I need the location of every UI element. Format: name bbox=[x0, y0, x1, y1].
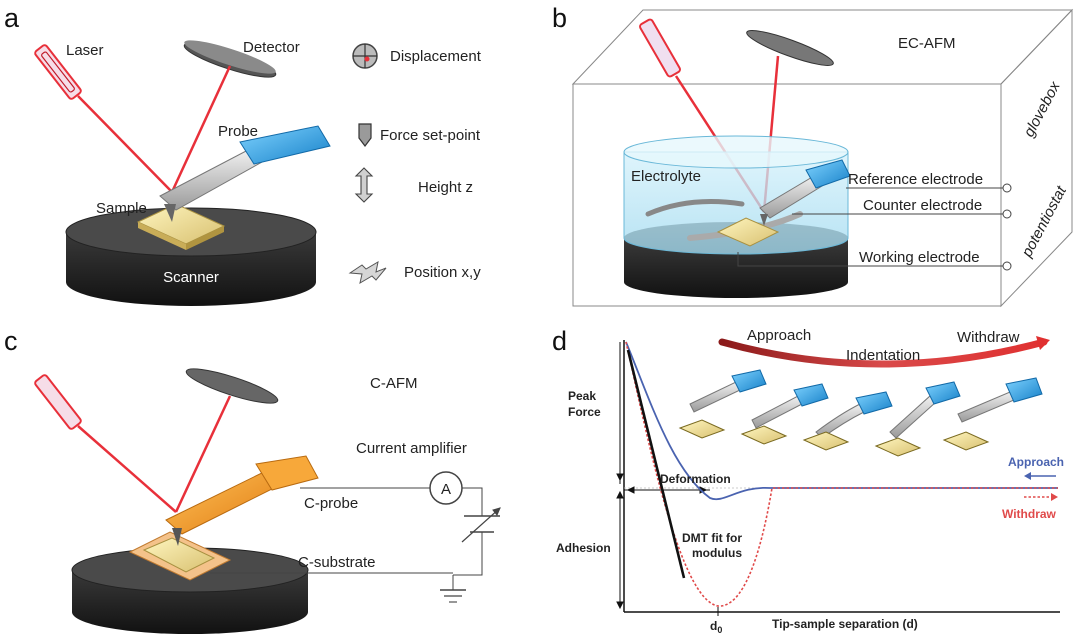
adhesion-label: Adhesion bbox=[556, 541, 611, 555]
reference-electrode-shape bbox=[645, 199, 745, 217]
counter-electrode-label: Counter electrode bbox=[863, 197, 982, 214]
indentation-arc-arrowhead bbox=[1036, 336, 1050, 350]
indentation-arc bbox=[718, 338, 1048, 368]
peak-force-label-1: Peak bbox=[568, 389, 596, 403]
laser-beam-incident bbox=[77, 95, 173, 193]
approach-top-label: Approach bbox=[747, 327, 811, 344]
d0-label: d0 bbox=[710, 619, 722, 635]
panel-a-letter: a bbox=[4, 3, 20, 33]
cafm-title: C-AFM bbox=[370, 375, 418, 392]
position-xy-icon bbox=[348, 261, 387, 285]
panel-b: b EC-AFM glovebox potentiostat Electroly… bbox=[552, 3, 1074, 308]
panel-d-letter: d bbox=[552, 326, 567, 356]
c-laser-source-icon bbox=[34, 374, 82, 430]
ground-icon bbox=[440, 589, 466, 603]
glovebox-box bbox=[571, 8, 1074, 308]
probe-sequence bbox=[678, 369, 1043, 457]
scanner-label: Scanner bbox=[163, 269, 219, 286]
variable-voltage-source-icon bbox=[461, 507, 501, 543]
probe-cantilever bbox=[159, 125, 331, 222]
c-probe-label: C-probe bbox=[304, 495, 358, 512]
ec-probe-cantilever bbox=[759, 159, 851, 226]
reference-electrode-label: Reference electrode bbox=[848, 171, 983, 188]
dmt-label-2: modulus bbox=[692, 546, 742, 560]
dmt-fit-line bbox=[626, 349, 686, 579]
legend-position: Position x,y bbox=[404, 264, 481, 281]
approach-legend-arrowhead bbox=[1024, 472, 1031, 480]
force-setpoint-icon bbox=[358, 123, 372, 147]
mini-probe-4 bbox=[874, 381, 961, 457]
ec-sample-block bbox=[716, 217, 780, 247]
withdraw-top-label: Withdraw bbox=[957, 329, 1020, 346]
detector-icon bbox=[183, 40, 277, 78]
d0-main: d bbox=[710, 619, 717, 633]
mini-probe-1 bbox=[678, 369, 767, 439]
mini-probe-3 bbox=[802, 391, 893, 451]
working-terminal-icon bbox=[1002, 261, 1012, 271]
legend-height: Height z bbox=[418, 179, 473, 196]
panel-c: c C-AFM bbox=[4, 326, 501, 634]
panel-b-letter: b bbox=[552, 3, 567, 33]
displacement-icon bbox=[352, 43, 378, 69]
counter-terminal-icon bbox=[1002, 209, 1012, 219]
mini-probe-5 bbox=[942, 377, 1043, 451]
laser-source-icon bbox=[34, 44, 82, 100]
withdraw-legend-label: Withdraw bbox=[1002, 507, 1057, 521]
current-amplifier-label: Current amplifier bbox=[356, 440, 467, 457]
ecafm-title: EC-AFM bbox=[898, 35, 956, 52]
legend-displacement: Displacement bbox=[390, 48, 482, 65]
ammeter-icon bbox=[429, 471, 463, 505]
c-laser-beam-incident bbox=[77, 425, 177, 513]
panel-c-letter: c bbox=[4, 326, 18, 356]
potentiostat-label: potentiostat bbox=[1018, 183, 1070, 261]
sample-block bbox=[136, 203, 226, 250]
laser-beam-reflected bbox=[170, 65, 232, 193]
ec-laser-source-icon bbox=[639, 18, 681, 78]
indentation-label: Indentation bbox=[846, 347, 920, 364]
sample-label: Sample bbox=[96, 200, 147, 217]
c-detector-icon bbox=[185, 368, 279, 404]
dmt-label-1: DMT fit for bbox=[682, 531, 742, 545]
mini-probe-2 bbox=[740, 383, 829, 445]
c-probe-cantilever bbox=[165, 455, 319, 546]
peak-force-label-2: Force bbox=[568, 405, 601, 419]
c-substrate-label: C-substrate bbox=[298, 554, 376, 571]
height-arrow-icon bbox=[354, 167, 374, 203]
laser-label: Laser bbox=[66, 42, 104, 59]
ec-detector-icon bbox=[746, 30, 834, 66]
c-laser-beam-reflected bbox=[174, 395, 232, 513]
panel-a: a Laser Detector Scanner Sample bbox=[4, 3, 482, 306]
approach-curve bbox=[625, 341, 1058, 501]
withdraw-legend-arrowhead bbox=[1051, 493, 1058, 501]
detector-label: Detector bbox=[243, 39, 300, 56]
c-substrate-block bbox=[128, 531, 232, 581]
panel-d: d Approach Withdraw Indentation bbox=[552, 326, 1064, 635]
circuit-wires bbox=[210, 487, 483, 590]
bracket-arrows bbox=[616, 342, 710, 610]
d0-subscript: 0 bbox=[717, 625, 722, 635]
withdraw-curve bbox=[625, 341, 1058, 607]
deformation-label: Deformation bbox=[660, 472, 731, 486]
electrode-leads bbox=[737, 187, 1004, 267]
probe-label: Probe bbox=[218, 123, 258, 140]
working-electrode-label: Working electrode bbox=[859, 249, 980, 266]
approach-legend-label: Approach bbox=[1008, 455, 1064, 469]
legend-force-setpoint: Force set-point bbox=[380, 127, 481, 144]
reference-terminal-icon bbox=[1002, 183, 1012, 193]
glovebox-label: glovebox bbox=[1021, 78, 1064, 139]
ammeter-label: A bbox=[441, 481, 451, 498]
electrolyte-label: Electrolyte bbox=[631, 168, 701, 185]
separation-axis-label: Tip-sample separation (d) bbox=[772, 617, 918, 631]
